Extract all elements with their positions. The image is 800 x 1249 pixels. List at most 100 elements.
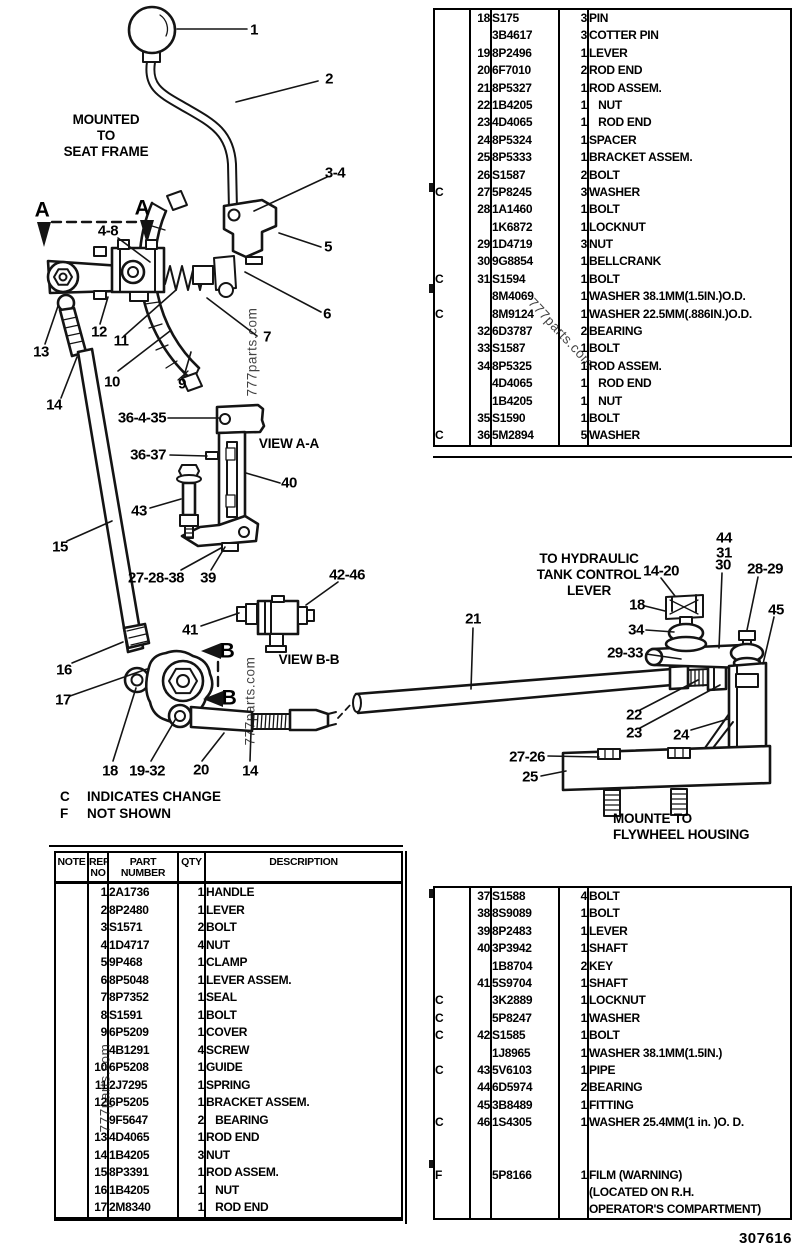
cell-ref: 45 (469, 1096, 491, 1115)
cell-qty: 1 (558, 974, 588, 993)
cell-part: 6P5205 (107, 1094, 178, 1112)
callout-label: B (219, 639, 235, 663)
callout-label: 3-4 (324, 164, 346, 182)
section-a-marker (37, 220, 154, 247)
cell-desc: BOLT (587, 340, 791, 358)
cell-part: 1B4205 (490, 392, 559, 410)
cell-ref: 7 (87, 989, 108, 1007)
cell-ref: 25 (469, 149, 491, 167)
cell-qty: 1 (177, 989, 205, 1007)
cell-qty: 1 (558, 79, 588, 97)
cell-ref: 41 (469, 974, 491, 993)
cell-note (434, 149, 470, 166)
cell-note: C (435, 271, 444, 286)
cell-note (434, 219, 470, 236)
cell-note (434, 410, 470, 427)
callout-label: 25 (522, 768, 538, 786)
legend-text-c: INDICATES CHANGE (87, 789, 222, 804)
table-spacer-row (434, 1131, 791, 1168)
callout-label: 21 (465, 610, 481, 628)
cell-desc: SHAFT (587, 974, 791, 993)
cell-part: S1587 (490, 340, 559, 358)
cell-part: 1B4205 (490, 96, 559, 115)
cell-desc: ROD ASSEM. (204, 1164, 402, 1182)
cell-qty: 1 (558, 905, 588, 923)
cell-part (490, 1131, 559, 1168)
cell-desc: BEARING (587, 323, 791, 341)
cell-qty: 3 (177, 1146, 205, 1164)
cell-ref: 36 (469, 427, 491, 446)
callout-label: 27-26 (509, 748, 545, 766)
cell-note (434, 923, 470, 940)
cell-desc: COTTER PIN (587, 27, 791, 45)
cell-note (434, 45, 470, 62)
cell-ref: 46 (469, 1114, 491, 1132)
cell-note: C (435, 184, 444, 199)
cell-note (55, 1094, 88, 1112)
cell-note (55, 1147, 88, 1165)
cell-part: 8P5327 (490, 79, 559, 97)
cell-ref: 29 (469, 236, 491, 254)
callout-label: 42-46 (329, 566, 365, 584)
cell-note (434, 80, 470, 97)
cell-ref (469, 957, 491, 975)
callout-label: 10 (104, 373, 120, 391)
callout-label: 28-29 (747, 560, 783, 578)
cell-part: 2J7295 (107, 1076, 178, 1094)
callout-label: 7 (263, 328, 271, 346)
cell-part: 2A1736 (107, 882, 178, 902)
cell-ref: 17 (87, 1199, 108, 1219)
cell-note (55, 1059, 88, 1077)
callout-label: 2 (325, 70, 333, 88)
cell-ref (469, 218, 491, 237)
cell-desc: LEVER ASSEM. (204, 971, 402, 989)
cell-note (434, 905, 470, 922)
callout-label: 13 (33, 343, 49, 361)
cell-desc: NUT (204, 1146, 402, 1164)
cell-part: 8P2480 (107, 901, 178, 919)
cell-note (55, 1129, 88, 1147)
arm-clevis-assembly (46, 239, 166, 302)
cell-desc: WASHER 38.1MM(1.5IN.)O.D. (587, 288, 791, 306)
col-qty: QTY (177, 852, 205, 884)
cell-part: 9G8854 (490, 253, 559, 271)
cell-ref (87, 1041, 108, 1059)
callout-label: 14-20 (643, 562, 679, 580)
cell-qty: 2 (177, 1111, 205, 1129)
cell-note (55, 972, 88, 990)
col-note: NOTE (55, 852, 88, 884)
long-rod (56, 293, 151, 694)
callout-label: 4-8 (97, 222, 119, 240)
cell-desc: WASHER (587, 427, 791, 446)
cell-desc: BOLT (587, 409, 791, 428)
cell-desc: NUT (587, 392, 791, 410)
cell-part: 4D4065 (107, 1129, 178, 1147)
cell-ref: 35 (469, 409, 491, 428)
cell-desc: ROD END (587, 114, 791, 132)
cell-desc: BEARING (204, 1111, 402, 1129)
cell-qty: 1 (558, 201, 588, 219)
cell-qty: 1 (558, 270, 588, 289)
callout-label: 44 (716, 529, 732, 547)
cell-qty: 1 (558, 409, 588, 428)
cell-note (434, 27, 470, 44)
spring (164, 255, 237, 298)
cell-part: S1590 (490, 409, 559, 428)
caption-view-a-a: VIEW A-A (258, 436, 320, 451)
cell-desc: SPRING (204, 1076, 402, 1094)
cell-qty: 1 (558, 375, 588, 393)
cell-part: 3K2889 (490, 992, 559, 1010)
cell-part: 9P468 (107, 954, 178, 972)
